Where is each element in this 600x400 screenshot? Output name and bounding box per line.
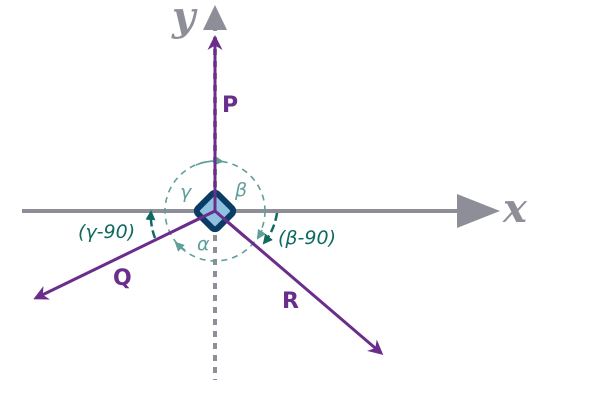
arrow-alpha [256,228,267,240]
angle-beta-label: β [234,179,247,201]
angle-alpha-label: α [197,233,210,255]
arrow-beta [195,155,224,166]
vector-q-base [179,209,216,230]
arrow-gamma-minus-90 [145,210,157,239]
angle-gamma-minus-90-label: (γ-90) [78,221,135,243]
y-axis-arrowhead [203,5,227,30]
vector-p-label: P [222,93,238,118]
angle-gamma-label: γ [180,181,193,203]
vector-r-label: R [282,289,299,314]
angle-beta-minus-90-label: (β-90) [278,227,336,249]
y-axis-label: y [171,0,198,40]
x-axis-arrowhead [457,194,500,228]
vector-q-label: Q [113,266,132,291]
x-axis-label: x [502,185,528,232]
arrow-gamma [174,241,186,252]
vector-r-base [214,209,246,239]
arrow-beta-minus-90 [262,212,279,245]
